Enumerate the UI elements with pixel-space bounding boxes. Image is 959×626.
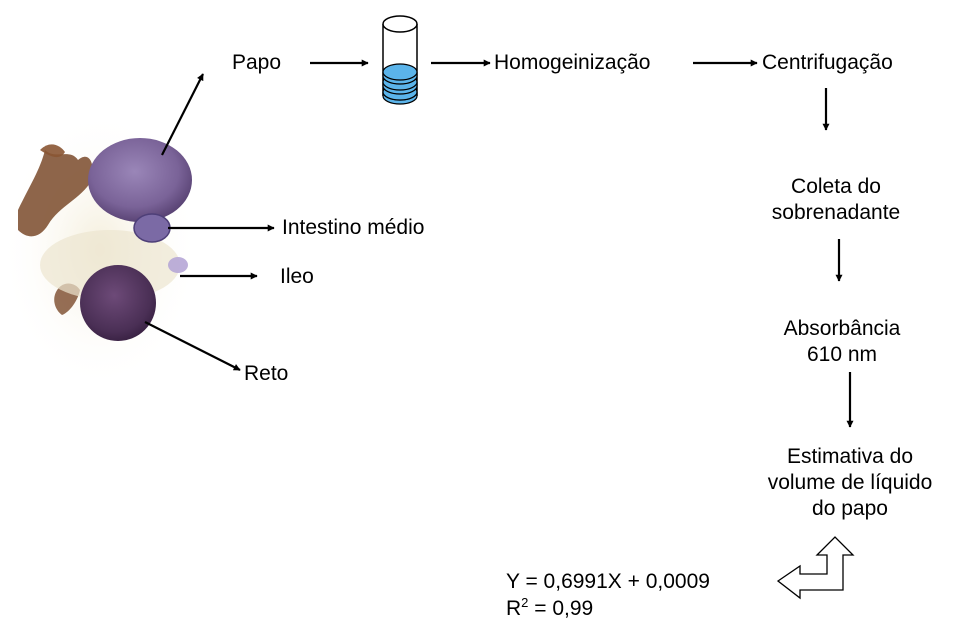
- crop-organ: [88, 138, 192, 222]
- tissue-fragment: [18, 150, 93, 237]
- equation-line: Y = 0,6991X + 0,0009: [506, 570, 710, 593]
- arrow-to-rectum: [144, 321, 241, 371]
- label-homogeneization: Homogeinização: [494, 51, 651, 74]
- label-papo: Papo: [232, 51, 282, 74]
- test-tube-icon: [382, 15, 418, 105]
- label-estimate-line1: Estimativa do: [786, 445, 914, 468]
- midgut-organ: [133, 213, 171, 243]
- return-arrow-icon: [776, 536, 855, 600]
- r-value: = 0,99: [528, 597, 594, 620]
- regression-equation: Y = 0,6991X + 0,0009 R2 = 0,99: [506, 568, 710, 622]
- ileum-organ: [168, 257, 188, 273]
- label-ileum: Ileo: [280, 265, 314, 288]
- label-absorbance-line1: Absorbância: [783, 317, 901, 340]
- label-absorbance: Absorbância 610 nm: [762, 316, 922, 368]
- insect-gut-photo: [0, 110, 200, 390]
- r-exponent: 2: [521, 595, 529, 610]
- arrow-to-papo: [161, 73, 204, 156]
- label-supernatant: Coleta do sobrenadante: [756, 174, 916, 226]
- rectum-organ: [80, 265, 156, 341]
- label-rectum: Reto: [244, 362, 289, 385]
- label-supernatant-line1: Coleta do: [791, 175, 881, 198]
- label-estimate: Estimativa do volume de líquido do papo: [753, 444, 947, 522]
- r-squared-line: R2 = 0,99: [506, 595, 710, 622]
- label-supernatant-line2: sobrenadante: [771, 201, 901, 224]
- label-estimate-line2: volume de líquido: [767, 471, 933, 494]
- label-absorbance-line2: 610 nm: [806, 343, 878, 366]
- label-intestine: Intestino médio: [282, 216, 425, 239]
- r-symbol: R: [506, 597, 522, 620]
- label-centrifugation: Centrifugação: [762, 51, 893, 74]
- label-estimate-line3: do papo: [812, 497, 888, 520]
